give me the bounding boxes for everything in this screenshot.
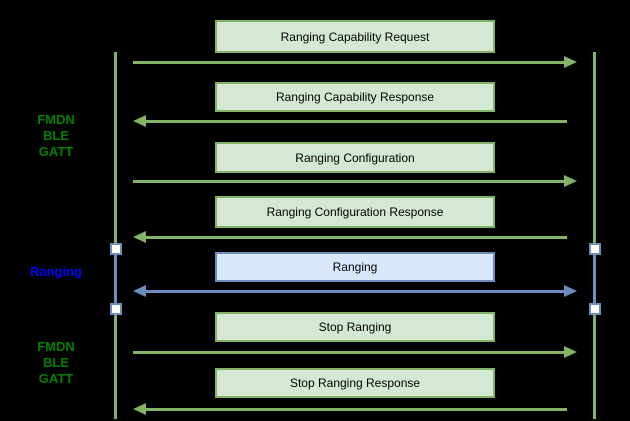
lifeline-right <box>593 52 596 419</box>
arrowhead-left-icon <box>133 231 146 243</box>
message-box-ranging-configuration-response: Ranging Configuration Response <box>215 196 495 228</box>
arrowhead-right-icon <box>564 346 577 358</box>
message-box-ranging-configuration: Ranging Configuration <box>215 142 495 173</box>
message-box-ranging-capability-response: Ranging Capability Response <box>215 82 495 112</box>
phase-label-line: Ranging <box>30 264 82 279</box>
arrow-shaft <box>146 120 567 123</box>
arrow-shaft <box>133 351 564 354</box>
arrowhead-left-icon <box>133 285 146 297</box>
phase-label-fmdn-ble-gatt-top: FMDN BLE GATT <box>0 112 112 160</box>
arrowhead-left-icon <box>133 403 146 415</box>
activation-marker-bottom-left <box>110 303 122 315</box>
phase-label-line: FMDN <box>37 112 75 127</box>
arrow-ranging-capability-response <box>0 114 630 128</box>
message-box-stop-ranging-response: Stop Ranging Response <box>215 368 495 398</box>
arrow-ranging-bidirectional <box>0 284 630 298</box>
lifeline-left-ranging-segment <box>114 248 117 308</box>
arrowhead-right-icon <box>564 285 577 297</box>
message-box-ranging-capability-request: Ranging Capability Request <box>215 20 495 53</box>
phase-label-ranging: Ranging <box>0 264 112 280</box>
arrowhead-left-icon <box>133 115 146 127</box>
message-box-stop-ranging: Stop Ranging <box>215 312 495 342</box>
lifeline-left <box>114 52 117 419</box>
arrow-stop-ranging <box>0 345 630 359</box>
phase-label-fmdn-ble-gatt-bottom: FMDN BLE GATT <box>0 339 112 387</box>
arrow-shaft <box>146 290 564 293</box>
arrowhead-right-icon <box>564 56 577 68</box>
phase-label-line: FMDN <box>37 339 75 354</box>
arrow-ranging-configuration-response <box>0 230 630 244</box>
arrow-shaft <box>146 236 567 239</box>
arrow-stop-ranging-response <box>0 402 630 416</box>
phase-label-line: GATT <box>38 371 74 386</box>
phase-label-line: BLE <box>43 355 69 370</box>
activation-marker-top-left <box>110 243 122 255</box>
phase-label-line: BLE <box>43 128 69 143</box>
lifeline-right-ranging-segment <box>593 248 596 308</box>
arrow-shaft <box>133 61 564 64</box>
arrow-ranging-configuration <box>0 174 630 188</box>
message-box-ranging: Ranging <box>215 252 495 282</box>
activation-marker-top-right <box>589 243 601 255</box>
arrow-shaft <box>133 180 564 183</box>
arrowhead-right-icon <box>564 175 577 187</box>
arrow-ranging-capability-request <box>0 55 630 69</box>
phase-label-line: GATT <box>38 144 74 159</box>
activation-marker-bottom-right <box>589 303 601 315</box>
arrow-shaft <box>146 408 567 411</box>
